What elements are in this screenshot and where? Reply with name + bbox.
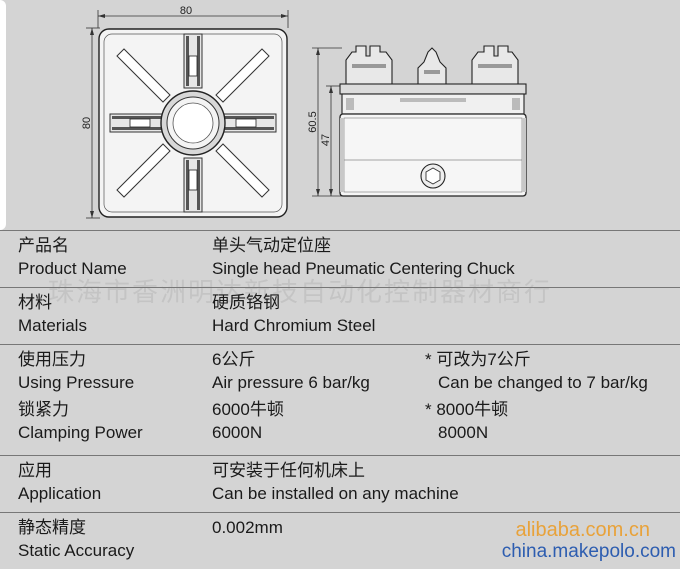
spec-alt-value: * 8000牛顿 8000N — [425, 398, 508, 444]
value-en: Single head Pneumatic Centering Chuck — [212, 259, 515, 278]
spec-label: 应用 Application — [18, 459, 101, 505]
spec-row-static-accuracy: 静态精度 Static Accuracy 0.002mm — [0, 512, 680, 569]
label-en: Static Accuracy — [18, 541, 135, 560]
label-cn: 产品名 — [18, 236, 69, 255]
top-view: 80 80 — [81, 5, 289, 219]
alt-cn: * 8000牛顿 — [425, 400, 509, 419]
spec-value: 0.002mm — [212, 516, 283, 539]
left-height-dim: 80 — [81, 117, 93, 129]
spec-label: 使用压力 Using Pressure — [18, 348, 134, 394]
spec-value: 单头气动定位座 Single head Pneumatic Centering … — [212, 234, 515, 280]
spec-alt-value: * 可改为7公斤 Can be changed to 7 bar/kg — [425, 348, 648, 394]
spec-row-application: 应用 Application 可安装于任何机床上 Can be installe… — [0, 455, 680, 512]
value-en: Can be installed on any machine — [212, 484, 459, 503]
spec-row-clamping-power: 锁紧力 Clamping Power 6000牛顿 6000N * 8000牛顿… — [0, 400, 680, 455]
alt-cn: * 可改为7公斤 — [425, 350, 531, 369]
alt-en: 8000N — [438, 423, 489, 442]
label-en: Materials — [18, 316, 87, 335]
value-en: Air pressure 6 bar/kg — [212, 373, 370, 392]
value-cn: 单头气动定位座 — [212, 236, 331, 255]
value-cn: 硬质铬钢 — [212, 293, 280, 312]
alt-en: Can be changed to 7 bar/kg — [438, 373, 648, 392]
spec-row-product-name: 产品名 Product Name 单头气动定位座 Single head Pne… — [0, 230, 680, 287]
footer-alibaba: alibaba.com.cn — [515, 519, 650, 541]
side-height-b-dim: 47 — [320, 134, 332, 146]
side-view: 60.5 47 — [307, 45, 527, 197]
label-en: Using Pressure — [18, 373, 135, 392]
spec-value: 6公斤 Air pressure 6 bar/kg — [212, 348, 370, 394]
value-cn: 6000牛顿 — [212, 400, 284, 419]
label-cn: 使用压力 — [18, 350, 86, 369]
spec-label: 产品名 Product Name — [18, 234, 127, 280]
spec-value: 6000牛顿 6000N — [212, 398, 284, 444]
top-width-dim: 80 — [180, 5, 192, 17]
spec-label: 静态精度 Static Accuracy — [18, 516, 134, 562]
spec-row-using-pressure: 使用压力 Using Pressure 6公斤 Air pressure 6 b… — [0, 344, 680, 400]
value-cn: 6公斤 — [212, 350, 256, 369]
value-cn: 可安装于任何机床上 — [212, 461, 365, 480]
value-cn: 0.002mm — [212, 518, 283, 537]
value-en: 6000N — [212, 423, 263, 442]
spec-table: 产品名 Product Name 单头气动定位座 Single head Pne… — [0, 230, 680, 569]
label-cn: 静态精度 — [18, 518, 86, 537]
label-cn: 锁紧力 — [18, 400, 69, 419]
spec-value: 硬质铬钢 Hard Chromium Steel — [212, 291, 375, 337]
left-edge-strip — [0, 0, 6, 230]
footer-makepolo: china.makepolo.com — [501, 541, 676, 562]
label-cn: 材料 — [18, 293, 52, 312]
spec-label: 锁紧力 Clamping Power — [18, 398, 143, 444]
spec-value: 可安装于任何机床上 Can be installed on any machin… — [212, 459, 459, 505]
label-en: Application — [18, 484, 102, 503]
label-en: Clamping Power — [18, 423, 143, 442]
footer-source: alibaba.com.cn china.makepolo.com — [502, 519, 676, 562]
side-height-a-dim: 60.5 — [307, 111, 319, 132]
technical-drawing: 80 80 — [81, 5, 527, 219]
label-cn: 应用 — [18, 461, 52, 480]
spec-label: 材料 Materials — [18, 291, 87, 337]
value-en: Hard Chromium Steel — [212, 316, 376, 335]
spec-row-materials: 材料 Materials 硬质铬钢 Hard Chromium Steel — [0, 287, 680, 344]
label-en: Product Name — [18, 259, 127, 278]
